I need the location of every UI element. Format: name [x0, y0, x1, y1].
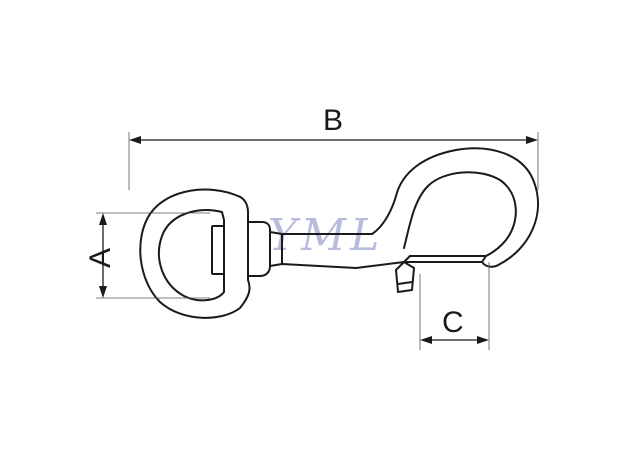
arrow-c-right [477, 336, 489, 344]
dimension-c: C [419, 262, 490, 350]
hook-body [281, 147, 539, 269]
arrow-a-top [99, 213, 107, 225]
dimension-b: B [128, 104, 539, 190]
watermark-text: YML [268, 210, 383, 261]
dimension-label-a: A [84, 248, 117, 268]
dimension-a: A [84, 212, 210, 299]
arrow-b-left [129, 136, 141, 144]
swivel-eye [139, 188, 251, 319]
arrow-c-left [420, 336, 432, 344]
arrow-b-right [526, 136, 538, 144]
dimension-label-b: B [323, 104, 343, 137]
arrow-a-bottom [99, 286, 107, 298]
spring-gate [395, 255, 487, 293]
swivel-connector [247, 221, 283, 277]
dimension-label-c: C [442, 306, 464, 339]
